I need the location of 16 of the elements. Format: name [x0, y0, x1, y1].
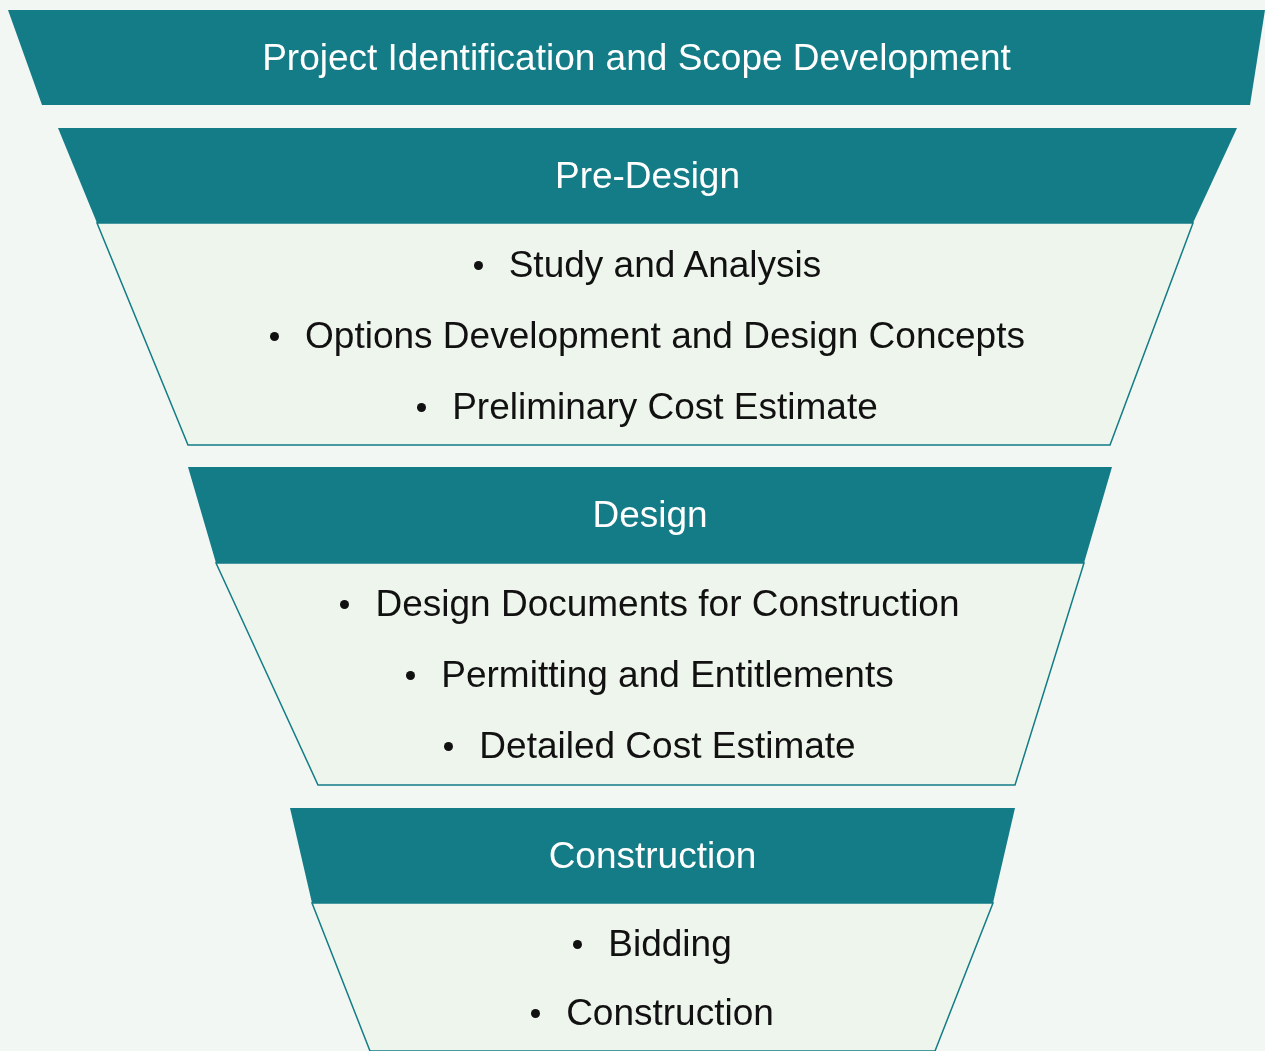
bullet-item: Study and Analysis: [508, 244, 822, 286]
funnel-stage: [188, 467, 1112, 785]
stage-title: Project Identification and Scope Development: [262, 36, 1011, 79]
bullet-item: Construction: [566, 992, 774, 1034]
funnel-stage: [58, 128, 1237, 445]
bullet-item: Detailed Cost Estimate: [479, 725, 856, 767]
stage-title: Pre-Design: [554, 154, 741, 197]
bullet-item: Permitting and Entitlements: [441, 654, 894, 696]
bullet-item: Design Documents for Construction: [375, 583, 960, 625]
stage-title: Construction: [548, 834, 757, 877]
bullet-item: Preliminary Cost Estimate: [452, 386, 878, 428]
bullet-item: Options Development and Design Concepts: [305, 315, 1025, 357]
stage-banner: [8, 10, 1265, 105]
funnel-stage: [290, 808, 1015, 1051]
bullet-item: Bidding: [608, 923, 732, 965]
stage-title: Design: [592, 494, 708, 536]
